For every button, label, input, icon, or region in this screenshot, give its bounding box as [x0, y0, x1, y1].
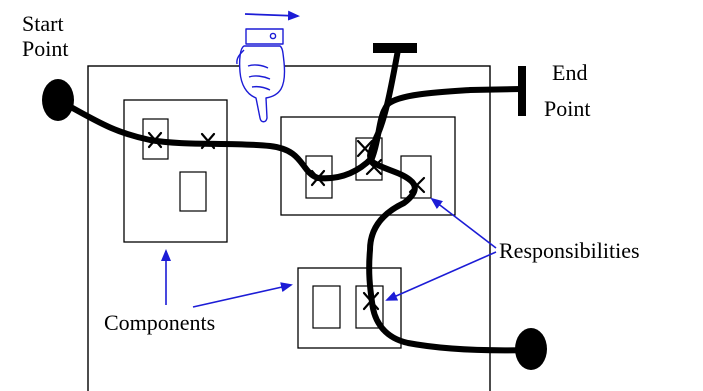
- responsibility-slot: [312, 285, 341, 329]
- responsibility-x-mark: [356, 139, 374, 158]
- annotation-arrow: [430, 197, 497, 249]
- scenario-path: [55, 86, 524, 182]
- right-arrow-icon: [244, 10, 300, 21]
- annotation-arrow: [192, 282, 293, 308]
- end-point-label-line1: End: [552, 60, 587, 85]
- start-point-marker: [42, 79, 74, 121]
- component-box-left: [123, 99, 228, 243]
- component-box-lower: [297, 267, 402, 349]
- responsibility-slot: [179, 171, 207, 212]
- end-point-marker-bottom: [515, 328, 547, 370]
- responsibility-slot: [355, 137, 383, 181]
- end-point-label-line2: Point: [544, 96, 590, 121]
- responsibility-x-mark: [362, 291, 380, 311]
- responsibilities-label: Responsibilities: [499, 238, 640, 263]
- pointing-hand-icon: [236, 28, 286, 123]
- responsibility-x-mark: [200, 132, 216, 150]
- end-bar-top: [373, 43, 417, 53]
- start-point-label-line2: Point: [22, 36, 68, 61]
- responsibility-x-mark: [310, 169, 326, 187]
- start-point-label-line1: Start: [22, 11, 64, 36]
- responsibility-x-mark: [147, 131, 163, 149]
- components-label: Components: [104, 310, 215, 335]
- annotation-arrow: [385, 251, 497, 301]
- responsibility-x-mark: [365, 158, 383, 176]
- end-point-bar: [518, 66, 526, 116]
- system-boundary: [87, 65, 491, 391]
- component-box-upper: [280, 116, 456, 216]
- scenario-path: [366, 47, 533, 354]
- responsibility-x-mark: [408, 176, 426, 194]
